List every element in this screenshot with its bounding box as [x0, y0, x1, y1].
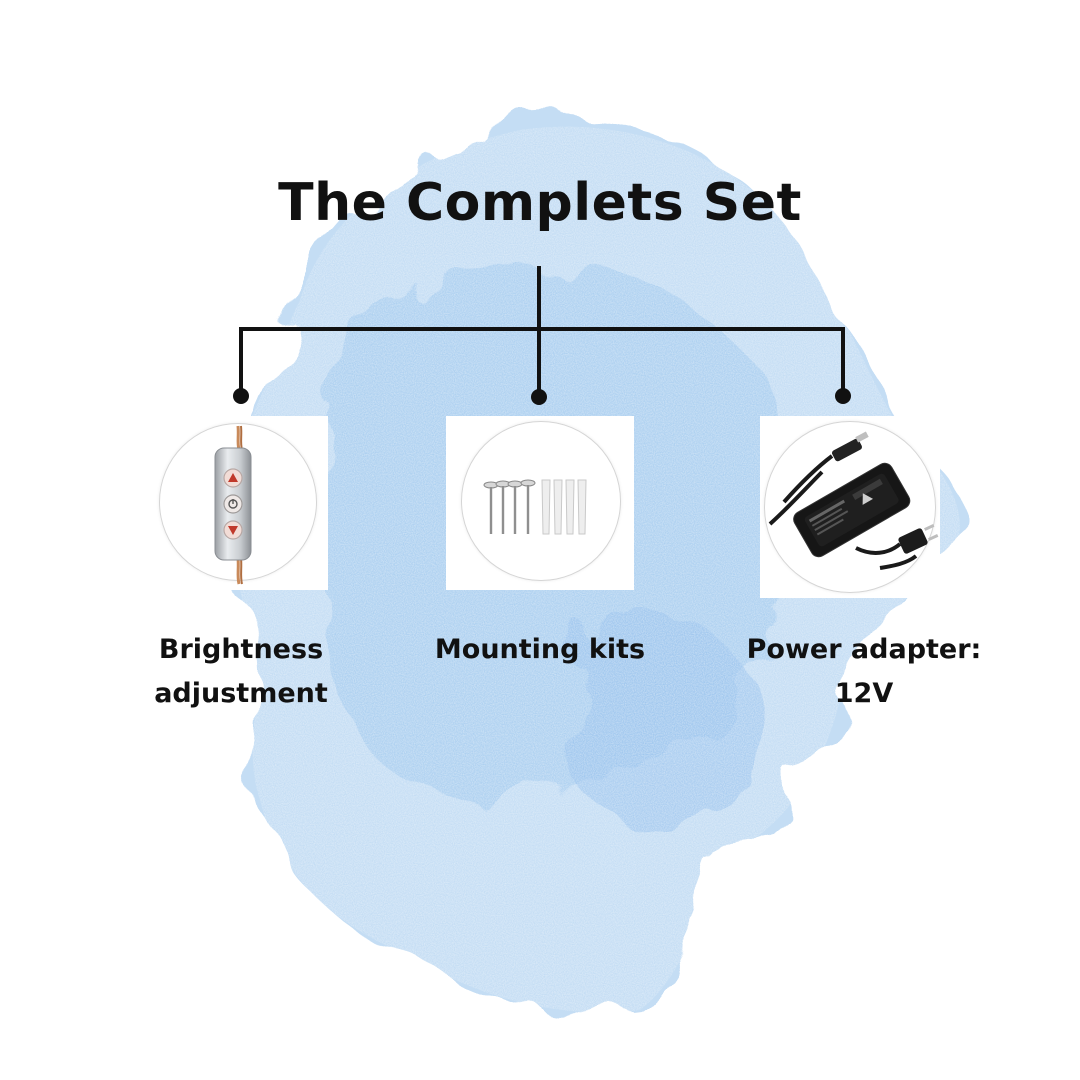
screws-and-anchors-icon	[483, 479, 587, 535]
item-label-brightness: Brightness adjustment	[121, 628, 361, 716]
item-label-mounting-kits-line1: Mounting kits	[434, 634, 646, 665]
item-label-power-adapter-line1: Power adapter: 12V	[746, 634, 982, 709]
item-card-power-adapter	[760, 416, 940, 598]
item-card-brightness	[155, 416, 328, 590]
connector-node-left	[233, 388, 249, 404]
connector-node-right	[835, 388, 851, 404]
dimmer-switch-icon	[214, 425, 252, 585]
item-label-power-adapter: Power adapter: 12V	[714, 628, 1014, 716]
page-title: The Complets Set	[278, 173, 802, 233]
item-card-mounting-kits	[446, 416, 634, 590]
power-adapter-icon	[768, 431, 939, 570]
item-label-mounting-kits: Mounting kits	[420, 628, 660, 672]
item-label-brightness-line2: adjustment	[154, 678, 328, 709]
connector-node-center	[531, 389, 547, 405]
item-label-brightness-line1: Brightness	[158, 634, 324, 665]
